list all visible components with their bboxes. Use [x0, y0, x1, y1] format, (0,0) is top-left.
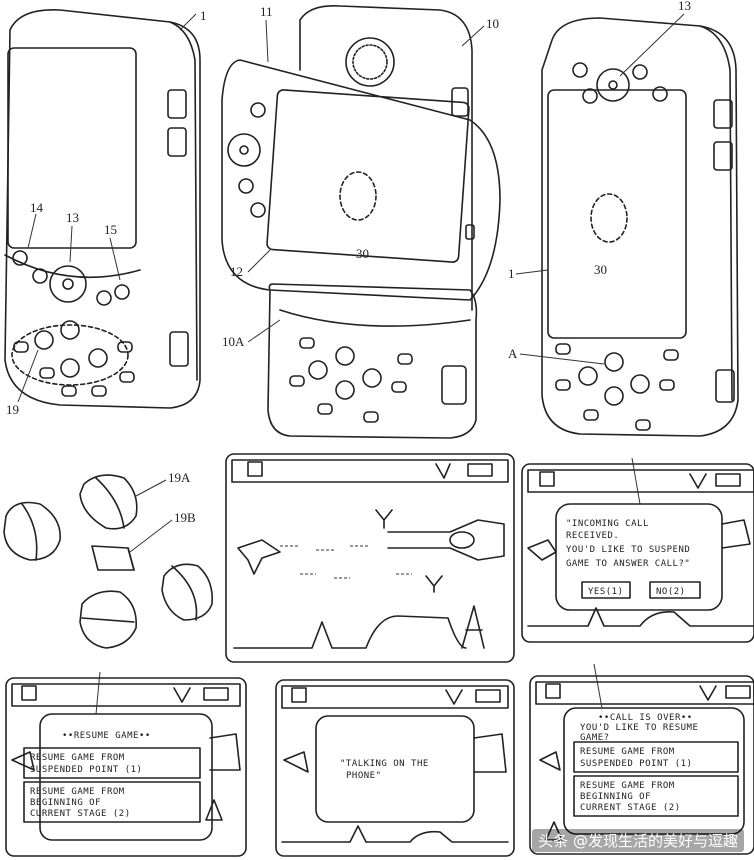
ref-label-19B: 19B	[174, 510, 196, 525]
device-right	[541, 17, 739, 437]
dpad	[49, 265, 87, 303]
callover-option-1-line-2: SUSPENDED POINT (1)	[580, 759, 692, 769]
ref-label-15: 15	[104, 222, 117, 237]
ref-label-30-right: 30	[594, 262, 607, 277]
ref-label-1-right: 1	[508, 266, 515, 281]
talking-line-2: PHONE"	[346, 771, 382, 781]
ref-label-30-middle: 30	[356, 246, 369, 261]
ref-label-10: 10	[486, 16, 499, 31]
resume-game-screen	[5, 671, 247, 857]
incoming-line-4: GAME TO ANSWER CALL?"	[566, 559, 690, 569]
incoming-call-screen	[521, 457, 754, 643]
side-slot	[169, 331, 189, 367]
device-left	[4, 9, 201, 409]
side-button	[167, 127, 187, 157]
resume-option-1-line-1: RESUME GAME FROM	[30, 753, 125, 763]
incoming-yes-option: YES(1)	[588, 587, 624, 597]
ref-label-A: A	[508, 346, 518, 361]
callover-line-2: YOU'D LIKE TO RESUME	[580, 723, 698, 733]
incoming-line-2: RECEIVED.	[566, 531, 619, 541]
incoming-no-option: NO(2)	[656, 587, 686, 597]
ref-label-12: 12	[230, 264, 243, 279]
ref-label-13-top: 13	[678, 0, 691, 13]
call-over-screen	[529, 663, 754, 855]
callover-option-2-line-3: CURRENT STAGE (2)	[580, 803, 681, 813]
device-middle	[221, 4, 501, 439]
device-right-screen	[547, 89, 687, 339]
ref-label-11: 11	[260, 4, 273, 19]
callover-option-1-line-1: RESUME GAME FROM	[580, 747, 675, 757]
watermark: 头条 @发现生活的美好与逗趣	[532, 829, 744, 852]
resume-option-2-line-2: BEGINNING OF	[30, 798, 101, 808]
side-button	[167, 89, 187, 119]
resume-option-2-line-1: RESUME GAME FROM	[30, 787, 125, 797]
ref-label-19A: 19A	[168, 470, 191, 485]
callover-line-3: GAME?	[580, 733, 610, 743]
resume-title: ••RESUME GAME••	[62, 731, 151, 741]
dpad	[227, 133, 261, 167]
ref-label-10A: 10A	[222, 334, 245, 349]
talking-screen	[275, 679, 515, 857]
callover-option-2-line-2: BEGINNING OF	[580, 792, 651, 802]
game-screen	[225, 453, 515, 663]
incoming-line-1: "INCOMING CALL	[566, 519, 649, 529]
device-middle-base	[267, 283, 478, 439]
ref-label-14: 14	[30, 200, 44, 215]
ref-label-1: 1	[200, 8, 207, 23]
button-caps	[3, 474, 214, 649]
resume-option-1-line-2: SUSPENDED POINT (1)	[30, 765, 142, 775]
ref-label-19: 19	[6, 402, 19, 417]
slider-screen	[266, 89, 470, 263]
slider-face	[221, 59, 501, 301]
callover-option-2-line-1: RESUME GAME FROM	[580, 781, 675, 791]
ref-label-13: 13	[66, 210, 79, 225]
device-left-screen	[7, 47, 137, 249]
incoming-line-3: YOU'D LIKE TO SUSPEND	[566, 545, 690, 555]
resume-option-2-line-3: CURRENT STAGE (2)	[30, 809, 131, 819]
dpad	[596, 68, 630, 102]
talking-line-1: "TALKING ON THE	[340, 759, 429, 769]
speaker-grille	[345, 37, 395, 87]
callover-line-1: ••CALL IS OVER••	[598, 713, 693, 723]
